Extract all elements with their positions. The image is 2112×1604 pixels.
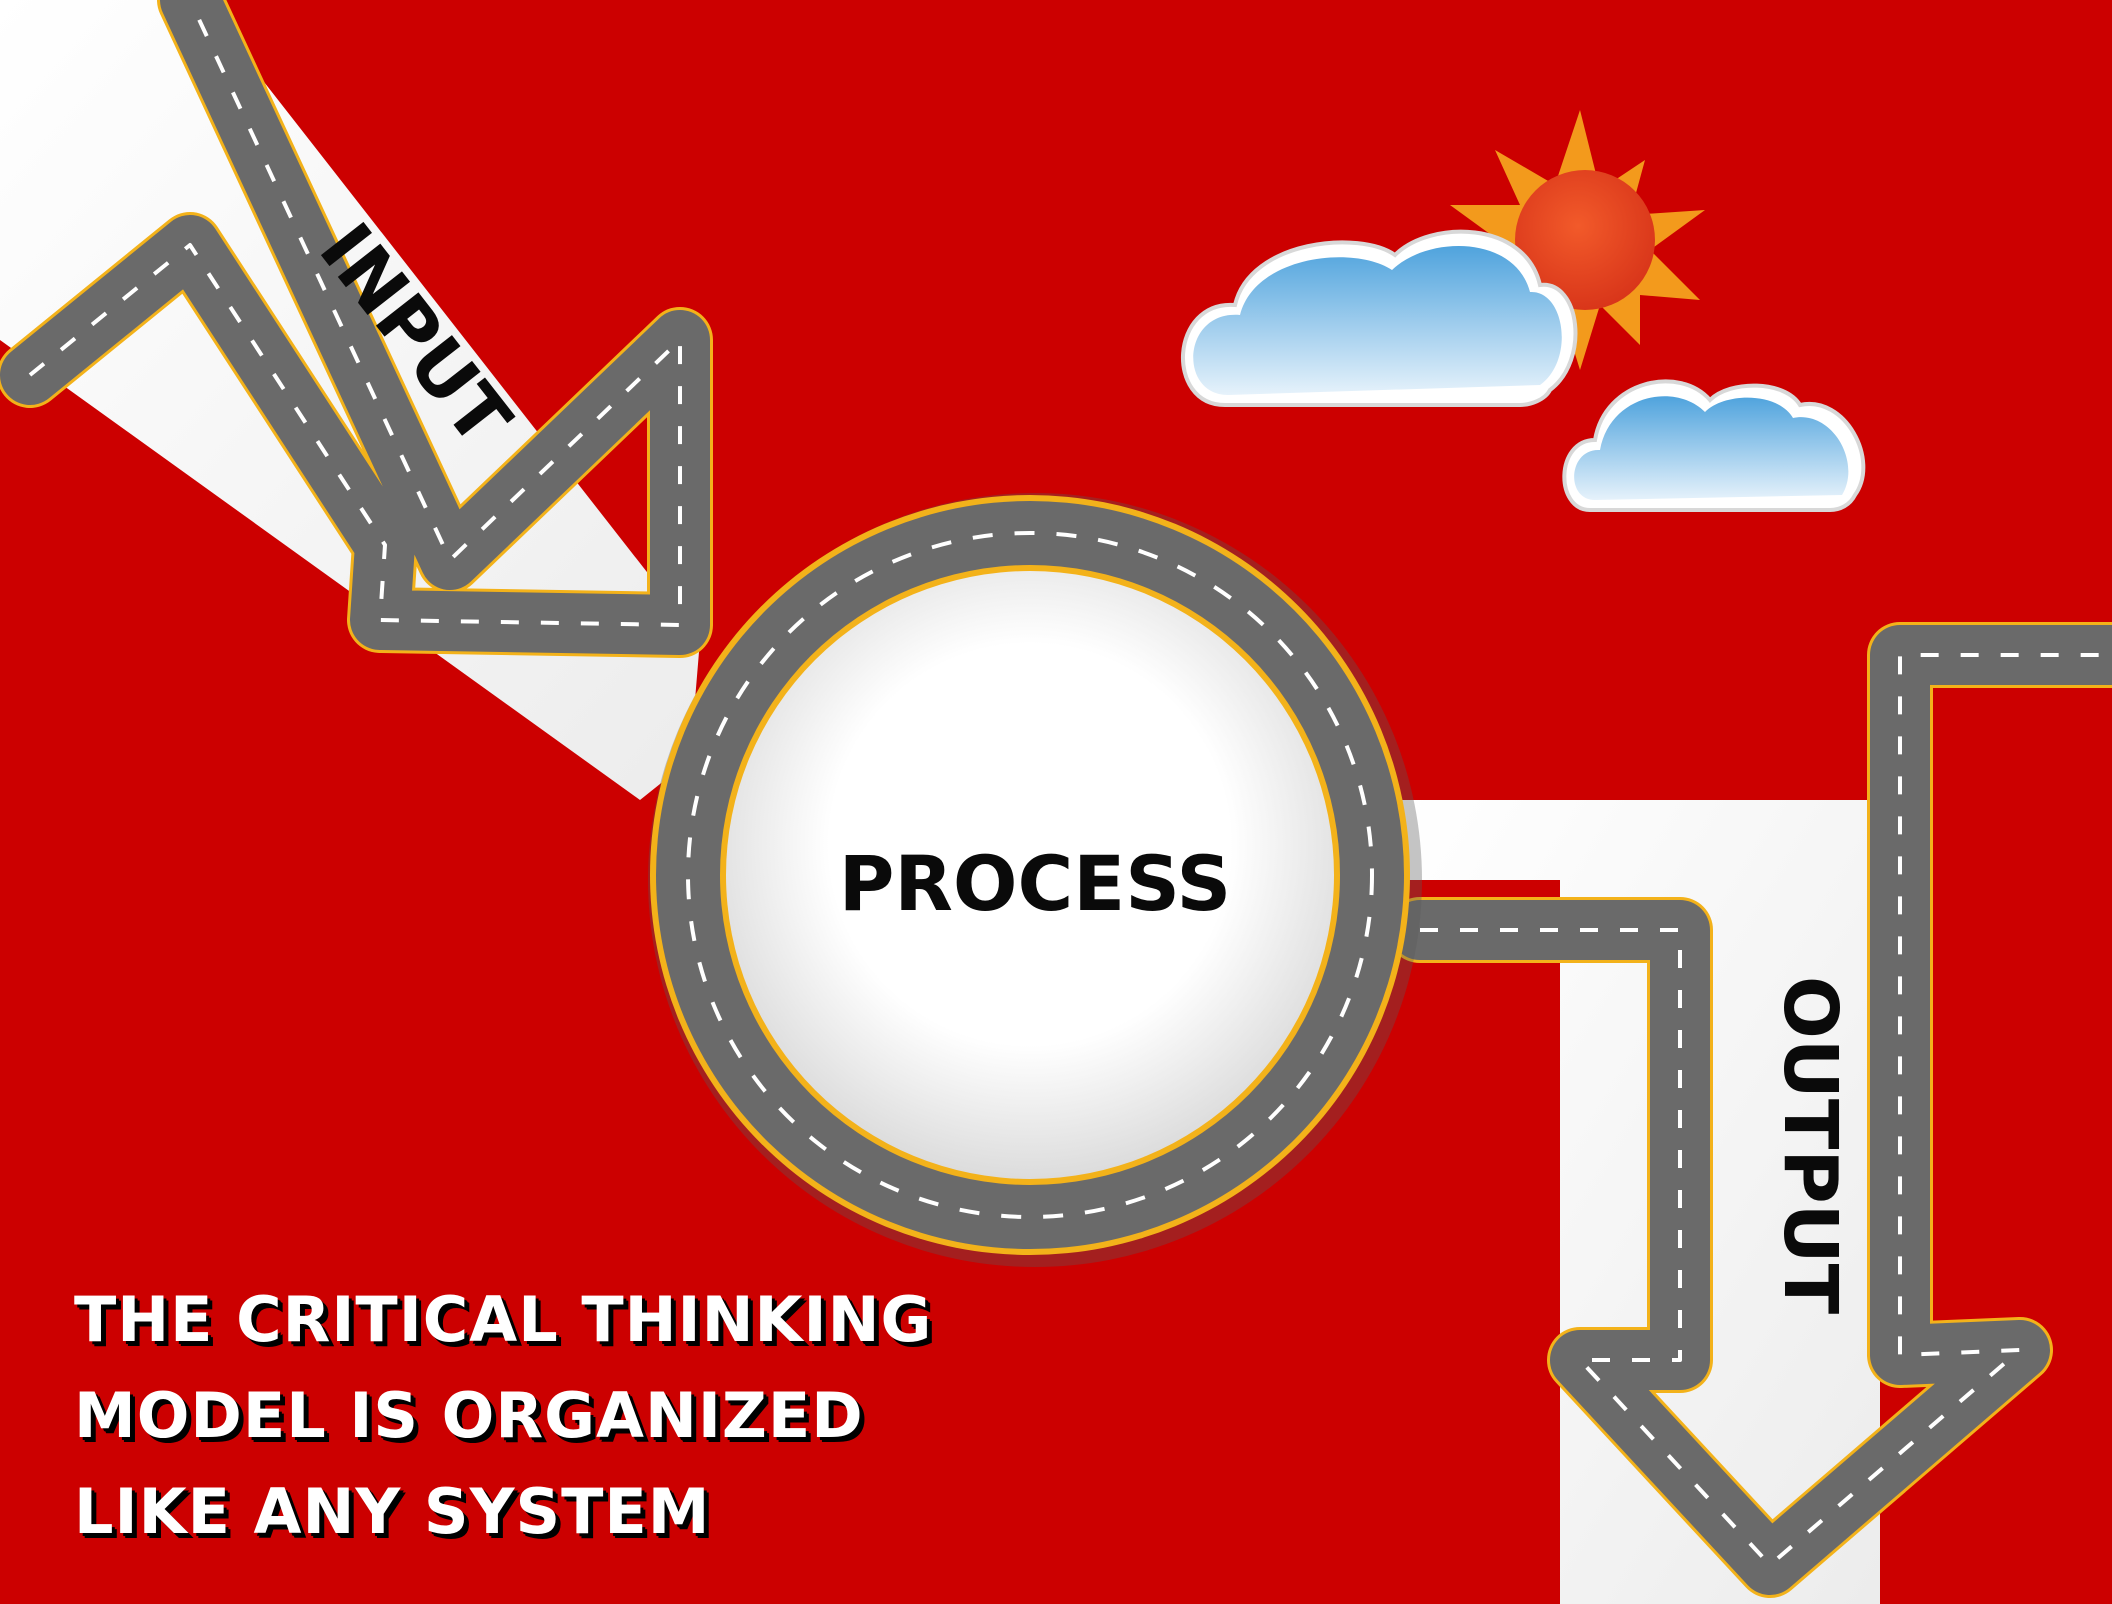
caption-line: LIKE ANY SYSTEM	[74, 1475, 711, 1548]
output-band	[1400, 800, 1880, 1604]
sun-icon	[1450, 110, 1705, 370]
caption: THE CRITICAL THINKING MODEL IS ORGANIZED…	[74, 1272, 932, 1560]
input-road-arrow	[0, 0, 713, 658]
caption-line: THE CRITICAL THINKING	[74, 1283, 933, 1356]
process-roundabout	[648, 493, 1422, 1267]
cloud-icon	[1562, 379, 1866, 512]
output-label: OUTPUT	[1767, 976, 1853, 1315]
output-road-arrow	[1387, 622, 2112, 1598]
caption-line: MODEL IS ORGANIZED	[74, 1379, 864, 1452]
process-label: PROCESS	[839, 839, 1232, 928]
process-disc	[726, 571, 1334, 1179]
cloud-icon	[1181, 229, 1578, 407]
